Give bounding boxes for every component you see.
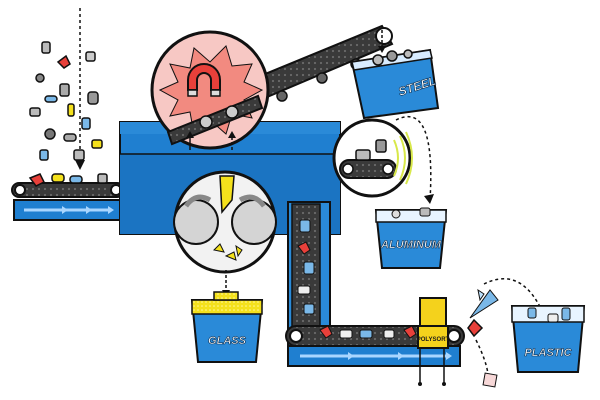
reject-trajectory bbox=[475, 339, 489, 375]
glass-crusher-lens bbox=[173, 170, 277, 274]
magnet-lens bbox=[150, 30, 270, 150]
aluminum-trajectory bbox=[395, 115, 432, 201]
plastic-bin: PLASTIC bbox=[510, 305, 586, 373]
eddy-current-lens bbox=[332, 118, 413, 198]
steel-bin: STEEL bbox=[350, 30, 440, 120]
aluminum-bin: ALUMINUM bbox=[374, 207, 448, 269]
falling-waste bbox=[28, 8, 108, 187]
air-jet bbox=[467, 288, 499, 338]
polysort-label: POLYSORT bbox=[417, 337, 450, 343]
glass-label: GLASS bbox=[208, 335, 247, 347]
glass-bin: GLASS bbox=[190, 291, 264, 363]
input-conveyor bbox=[11, 182, 127, 221]
polysort-machine: POLYSORT bbox=[417, 297, 450, 386]
aluminum-label: ALUMINUM bbox=[380, 239, 442, 251]
magnet-icon bbox=[187, 63, 221, 97]
plastic-label: PLASTIC bbox=[524, 347, 572, 359]
